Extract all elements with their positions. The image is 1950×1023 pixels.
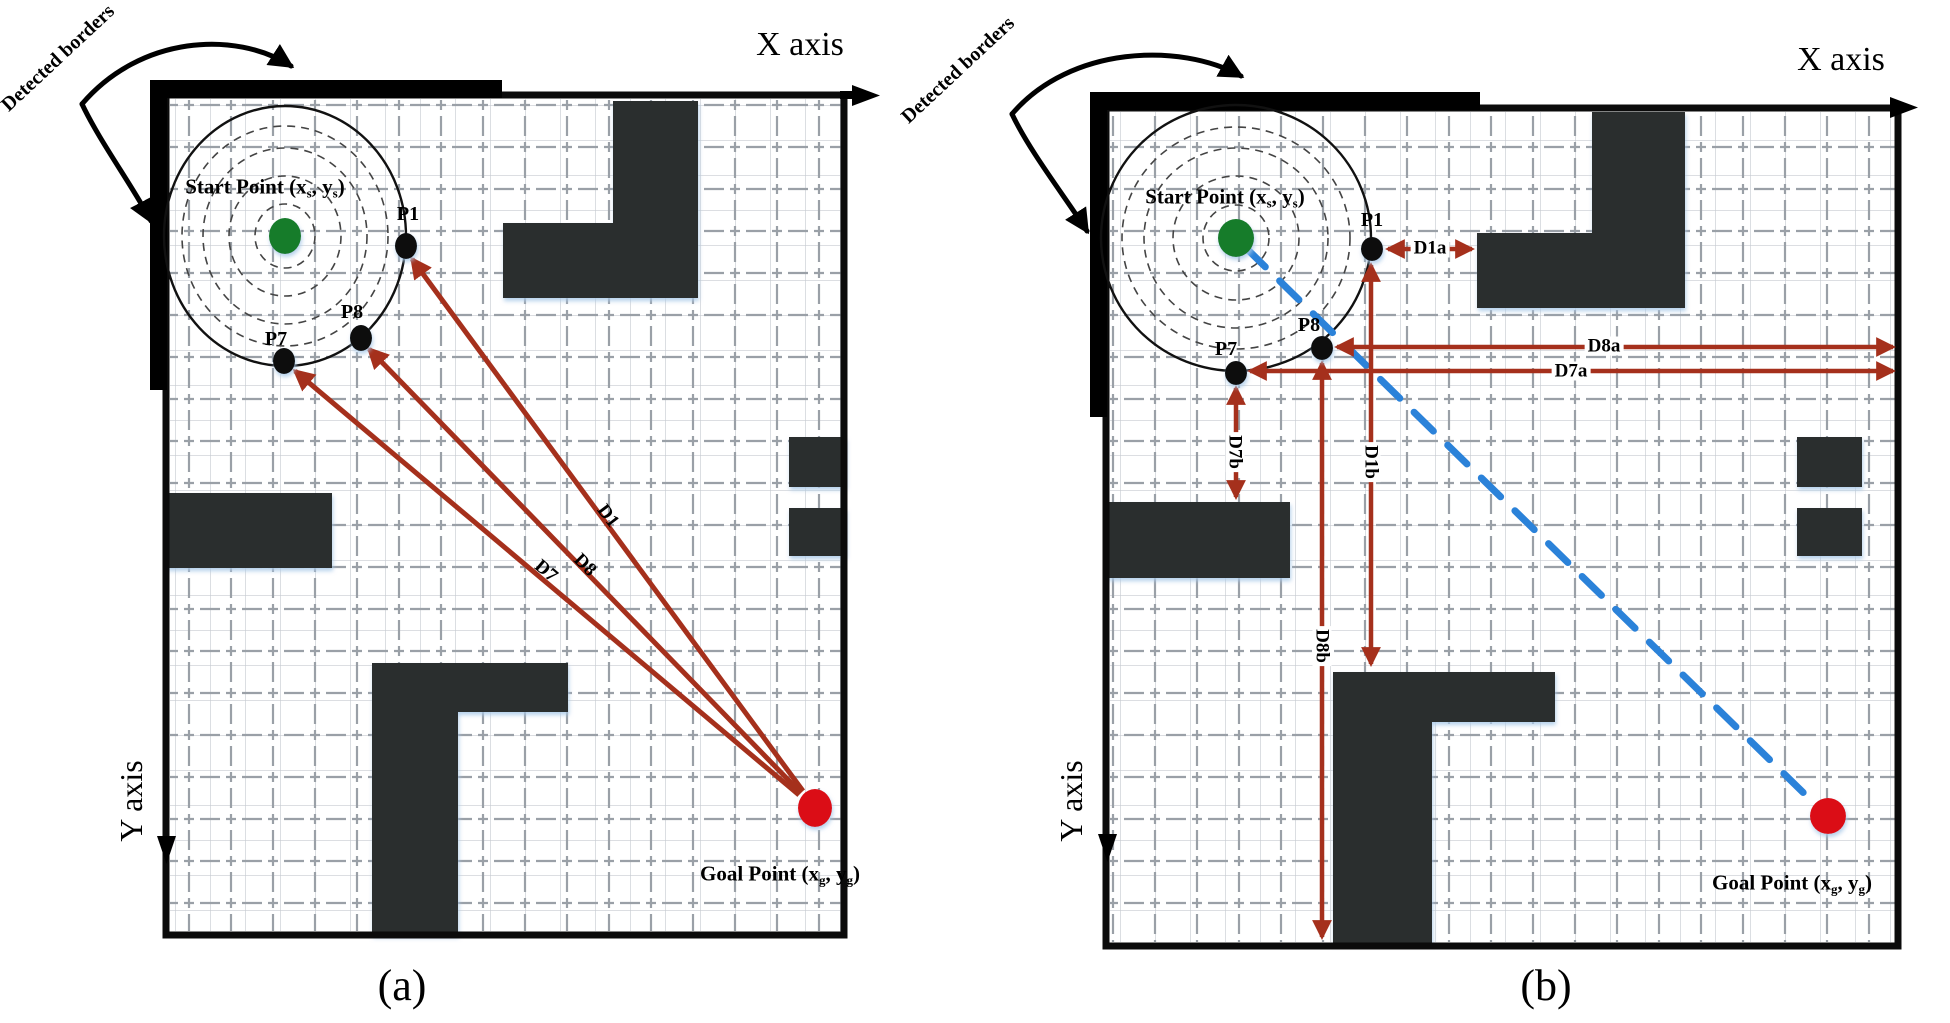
x-axis-arrow-a [852, 85, 880, 106]
detected-borders-curved-arrow-a [79, 41, 295, 107]
start-label-sub2-a: s [332, 185, 338, 201]
map-frame-b [1102, 104, 1902, 950]
range-ring-b-2 [1172, 175, 1300, 301]
goal-label-text3-a: ) [853, 861, 861, 886]
range-ring-a-1 [254, 203, 316, 269]
obstacle-a-bottom-gamma [372, 663, 568, 935]
map-frame-a [162, 91, 848, 939]
detected-borders-arrows-a [79, 41, 295, 225]
distance-label-d7a: D7a [1551, 361, 1591, 381]
point-label-p8-a: P8 [340, 301, 364, 323]
detected-border-left-a [150, 80, 167, 390]
goal-label-sub1-b: g [1830, 881, 1838, 897]
distance-label-d1a: D1a [1410, 238, 1450, 258]
start-label-text-b: Start Point (x [1145, 184, 1267, 209]
points-b [1218, 219, 1846, 834]
caption-b: (b) [1520, 961, 1572, 1010]
distance-label-d8a: D8a [1584, 336, 1624, 356]
y-axis-arrow-a [157, 836, 176, 864]
range-ring-b-1 [1202, 204, 1270, 272]
start-label-text3-a: ) [337, 174, 345, 199]
obstacle-a-left [166, 493, 332, 568]
obstacle-b-bottom-gamma [1333, 672, 1555, 943]
goal-label-text2-b: , y [1837, 870, 1859, 895]
distance-label-d1b: D1b [1361, 442, 1382, 482]
x-axis-label-b: X axis [1797, 41, 1885, 78]
detected-borders-down-arrow-b [1009, 111, 1090, 235]
y-axis-arrow-b [1098, 834, 1117, 862]
detected-border-top-b [1090, 92, 1480, 110]
start-point-a [269, 218, 301, 254]
detected-borders-down-arrow-a [79, 101, 154, 225]
candidate-point-p7-a [273, 348, 295, 374]
points-a [269, 218, 832, 827]
start-label-sub1-b: s [1266, 195, 1272, 211]
detected-border-top-a [150, 80, 502, 98]
start-point-b [1218, 219, 1254, 257]
distance-arrows-a [292, 256, 806, 797]
point-label-p8-b: P8 [1297, 314, 1321, 336]
obstacle-a-top-L [503, 101, 698, 298]
goal-point-b [1810, 798, 1846, 834]
panel-a-map [79, 41, 880, 939]
range-ring-b-4 [1121, 126, 1351, 350]
point-label-p1-b: P1 [1360, 209, 1384, 231]
obstacle-b-right-upper [1797, 437, 1862, 487]
candidate-point-p8-b [1311, 336, 1333, 360]
goal-label-sub1-a: g [818, 872, 826, 888]
panel-b-map [1009, 52, 1918, 950]
distance-line-d1 [409, 256, 806, 793]
obstacle-b-left [1107, 502, 1290, 578]
start-label-sub1-a: s [306, 185, 312, 201]
point-label-p7-b: P7 [1214, 338, 1238, 360]
goal-label-text3-b: ) [1865, 870, 1873, 895]
distance-line-d8 [366, 346, 803, 795]
distance-label-d8b: D8b [1312, 626, 1333, 666]
goal-label-text2-a: , y [825, 861, 847, 886]
goal-label-text-b: Goal Point (x [1711, 870, 1831, 895]
start-label-text-a: Start Point (x [185, 174, 307, 199]
start-label-text2-b: , y [1271, 184, 1293, 209]
caption-a: (a) [377, 961, 427, 1010]
x-axis-label-a: X axis [756, 26, 844, 63]
start-goal-path-line [1242, 244, 1820, 809]
candidate-point-p1-a [395, 233, 417, 259]
start-point-label-b: Start Point (xs, ys) [1145, 184, 1305, 211]
candidate-point-p7-b [1225, 361, 1247, 385]
range-ring-a-4 [181, 125, 389, 347]
obstacles-b [1107, 112, 1862, 943]
distance-line-d7 [292, 368, 801, 797]
start-point-label-a: Start Point (xs, ys) [185, 174, 345, 201]
point-label-p7-a: P7 [264, 328, 288, 350]
obstacle-a-right-upper [789, 437, 846, 487]
y-axis-label-b: Y axis [1053, 760, 1089, 842]
obstacle-b-right-lower [1797, 508, 1862, 556]
goal-point-label-b: Goal Point (xg, yg) [1711, 870, 1873, 897]
range-ring-a-3 [202, 147, 368, 325]
detected-borders-arrows-b [1009, 52, 1245, 235]
goal-point-a [798, 789, 832, 827]
start-label-text2-a: , y [311, 174, 333, 199]
detected-borders-curved-arrow-b [1009, 52, 1245, 117]
candidate-point-p1-b [1361, 237, 1383, 261]
candidate-point-p8-a [350, 325, 372, 351]
goal-point-label-a: Goal Point (xg, yg) [699, 861, 861, 888]
range-ring-a-2 [228, 175, 342, 297]
obstacles-a [166, 101, 846, 935]
point-label-p1-a: P1 [396, 203, 420, 225]
start-label-text3-b: ) [1297, 184, 1305, 209]
y-axis-label-a: Y axis [113, 760, 149, 842]
goal-label-text-a: Goal Point (x [699, 861, 819, 886]
obstacle-a-right-lower [789, 508, 846, 556]
x-axis-arrow-b [1890, 97, 1918, 118]
goal-label-sub2-b: g [1858, 881, 1866, 897]
range-ring-b-3 [1143, 147, 1329, 329]
obstacle-b-top-L [1477, 112, 1685, 308]
distance-label-d7b: D7b [1225, 432, 1246, 472]
goal-label-sub2-a: g [846, 872, 854, 888]
detected-border-left-b [1090, 92, 1107, 417]
start-label-sub2-b: s [1292, 195, 1298, 211]
